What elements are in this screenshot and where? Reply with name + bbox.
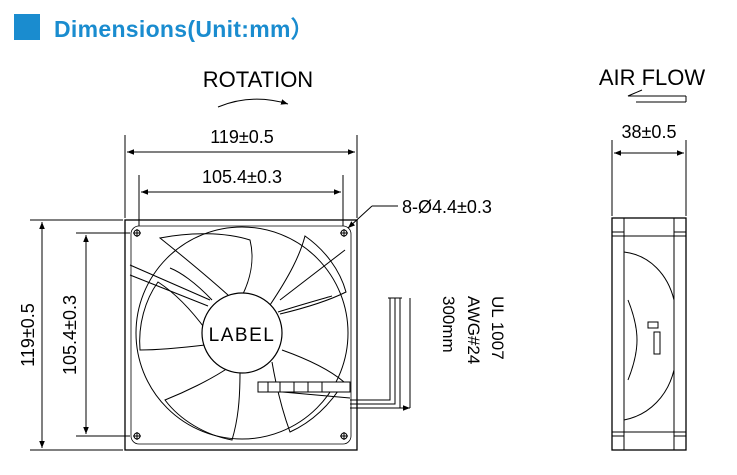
section-header: Dimensions(Unit:mm） (14, 13, 314, 42)
fan-side-view (611, 217, 687, 451)
fan-hub (201, 292, 283, 374)
height-inner-label: 105.4±0.3 (60, 295, 80, 375)
width-inner-label: 105.4±0.3 (202, 167, 282, 187)
height-outer-dimension (30, 219, 123, 451)
lead-wires-icon (350, 297, 411, 411)
header-square-icon (14, 14, 40, 40)
mounting-holes-icon (133, 229, 348, 440)
width-outer-dimension (124, 135, 358, 218)
airflow-label: AIR FLOW (599, 65, 706, 90)
width-inner-dimension (138, 175, 344, 226)
hub-label: LABEL (209, 325, 276, 346)
rotation-arrow-icon (217, 98, 289, 108)
wire-type-label: UL 1007 (488, 296, 507, 360)
fan-front-view: LABEL (124, 219, 358, 451)
height-inner-dimension (76, 232, 130, 437)
wire-length-label: 300mm (439, 296, 458, 353)
depth-dimension (611, 140, 687, 216)
rotation-label: ROTATION (203, 67, 313, 92)
airflow-arrow-icon (627, 89, 687, 103)
width-outer-label: 119±0.5 (210, 127, 274, 147)
wire-gauge-label: AWG#24 (464, 296, 483, 364)
holes-leader (347, 205, 373, 229)
holes-label: 8-Ø4.4±0.3 (402, 197, 492, 217)
depth-label: 38±0.5 (622, 122, 677, 142)
header-title: Dimensions(Unit:mm） (54, 16, 314, 42)
height-outer-label: 119±0.5 (18, 303, 38, 367)
